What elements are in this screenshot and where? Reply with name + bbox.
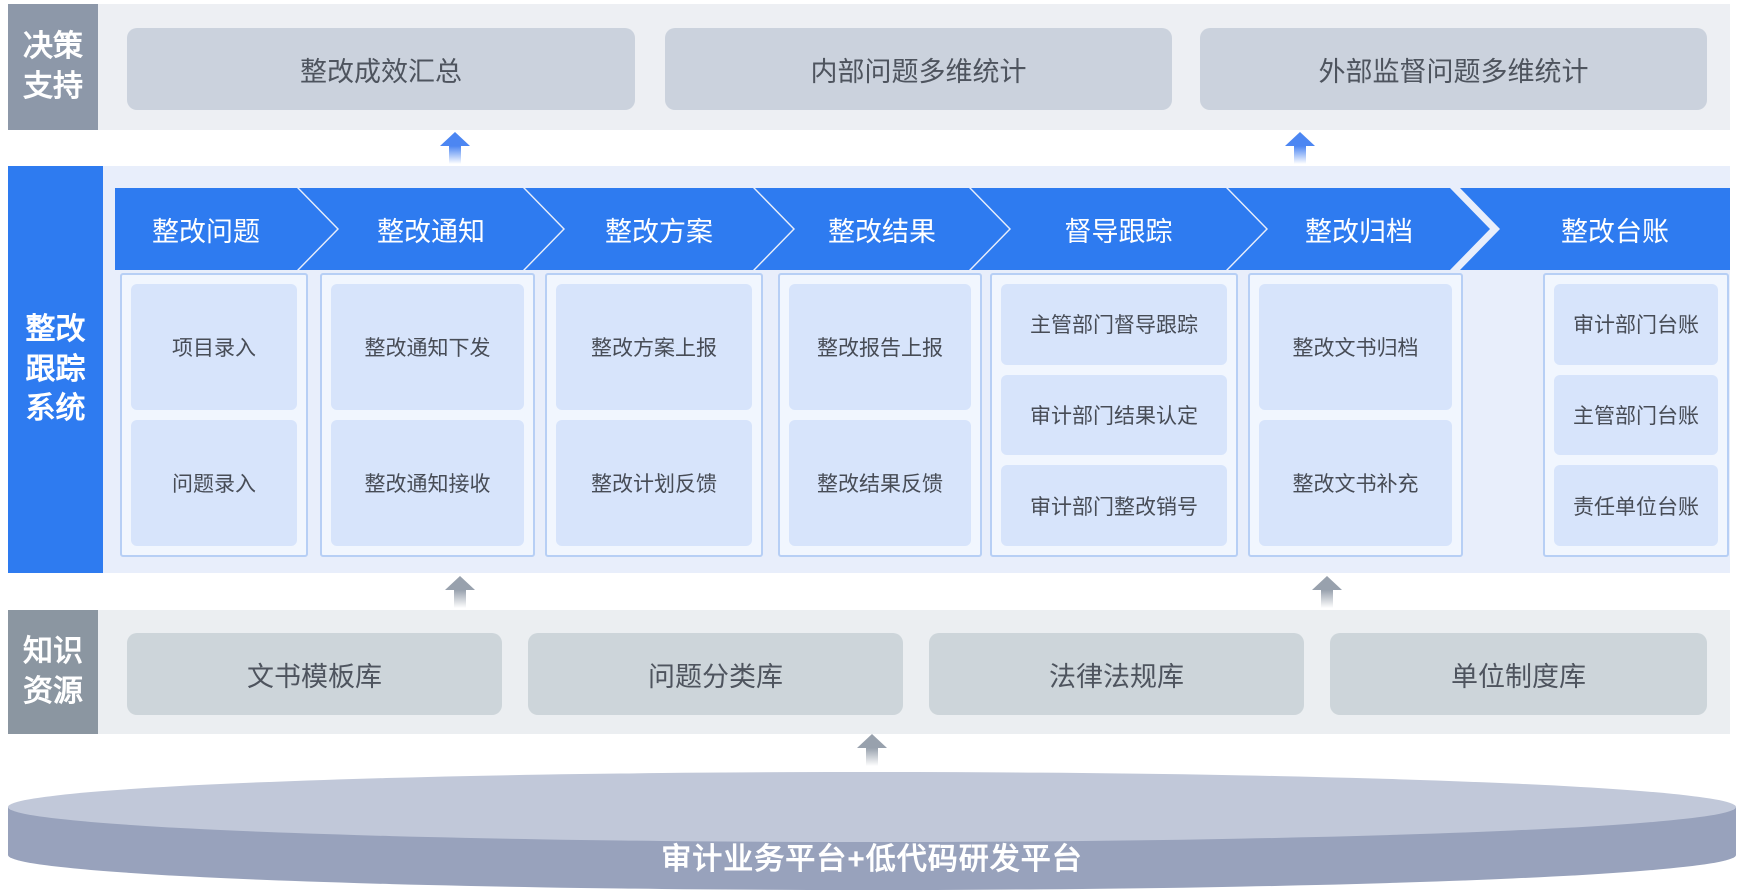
arrow-head [857,734,887,748]
stage-item: 主管部门督导跟踪 [1001,284,1227,365]
arrow-head [1285,132,1315,146]
stage-item: 整改文书补充 [1259,420,1452,546]
stage-item: 整改方案上报 [556,284,752,410]
knowledge-item-templates: 文书模板库 [127,633,502,715]
up-arrow-icon [1285,132,1315,164]
arrow-head [1312,576,1342,590]
arrow-tail [1321,590,1333,608]
up-arrow-icon [445,576,475,608]
stage-header-problem: 整改问题 [115,188,337,270]
stage-panel-result: 整改报告上报 整改结果反馈 [778,273,982,557]
stage-header-result: 整改结果 [755,188,1009,270]
arrow-head [445,576,475,590]
decision-item-internal-stats: 内部问题多维统计 [665,28,1172,110]
knowledge-item-regulations: 单位制度库 [1330,633,1707,715]
tracking-system-section: 整改跟踪系统 整改问题 整改通知 整改方案 整改结果 督导跟踪 整改归档 整改台… [8,166,1730,573]
stage-header-plan: 整改方案 [525,188,793,270]
arrow-tail [449,146,461,164]
stage-item: 整改计划反馈 [556,420,752,546]
knowledge-item-laws: 法律法规库 [929,633,1304,715]
knowledge-resources-label: 知识资源 [8,610,98,734]
decision-item-external-stats: 外部监督问题多维统计 [1200,28,1707,110]
stage-header-supervision: 督导跟踪 [971,188,1266,270]
arrow-head [440,132,470,146]
stage-item: 审计部门整改销号 [1001,465,1227,547]
stage-header-archive: 整改归档 [1228,188,1490,270]
stage-item: 整改报告上报 [789,284,971,410]
up-arrow-icon [1312,576,1342,608]
stage-item: 问题录入 [131,420,297,546]
platform-label: 审计业务平台+低代码研发平台 [661,843,1083,876]
stage-item: 项目录入 [131,284,297,410]
stage-panel-ledger: 审计部门台账 主管部门台账 责任单位台账 [1543,273,1729,557]
knowledge-resources-row: 知识资源 文书模板库 问题分类库 法律法规库 单位制度库 [8,610,1730,734]
decision-support-row: 决策支持 整改成效汇总 内部问题多维统计 外部监督问题多维统计 [8,4,1730,130]
stage-panel-plan: 整改方案上报 整改计划反馈 [545,273,763,557]
stage-item: 整改结果反馈 [789,420,971,546]
platform-cylinder: 审计业务平台+低代码研发平台 [0,760,1744,894]
arrow-tail [454,590,466,608]
stage-header-ledger: 整改台账 [1460,188,1730,270]
stage-item: 审计部门结果认定 [1001,374,1227,456]
stage-panel-archive: 整改文书归档 整改文书补充 [1248,273,1463,557]
up-arrow-icon [440,132,470,164]
decision-item-summary: 整改成效汇总 [127,28,635,110]
stage-item: 整改通知下发 [331,284,524,410]
arrow-tail [1294,146,1306,164]
stage-item: 整改文书归档 [1259,284,1452,410]
stage-item: 责任单位台账 [1554,465,1718,547]
stage-panel-notice: 整改通知下发 整改通知接收 [320,273,535,557]
stage-panel-supervision: 主管部门督导跟踪 审计部门结果认定 审计部门整改销号 [990,273,1238,557]
stage-item: 整改通知接收 [331,420,524,546]
stage-item: 主管部门台账 [1554,374,1718,456]
arrow-tail [866,748,878,766]
tracking-system-label: 整改跟踪系统 [8,166,103,573]
stage-header-notice: 整改通知 [299,188,563,270]
up-arrow-icon [857,734,887,766]
stage-item: 审计部门台账 [1554,284,1718,365]
decision-support-label: 决策支持 [8,4,98,130]
cylinder-shape [8,772,1736,890]
stage-panel-problem: 项目录入 问题录入 [120,273,308,557]
knowledge-item-classification: 问题分类库 [528,633,903,715]
